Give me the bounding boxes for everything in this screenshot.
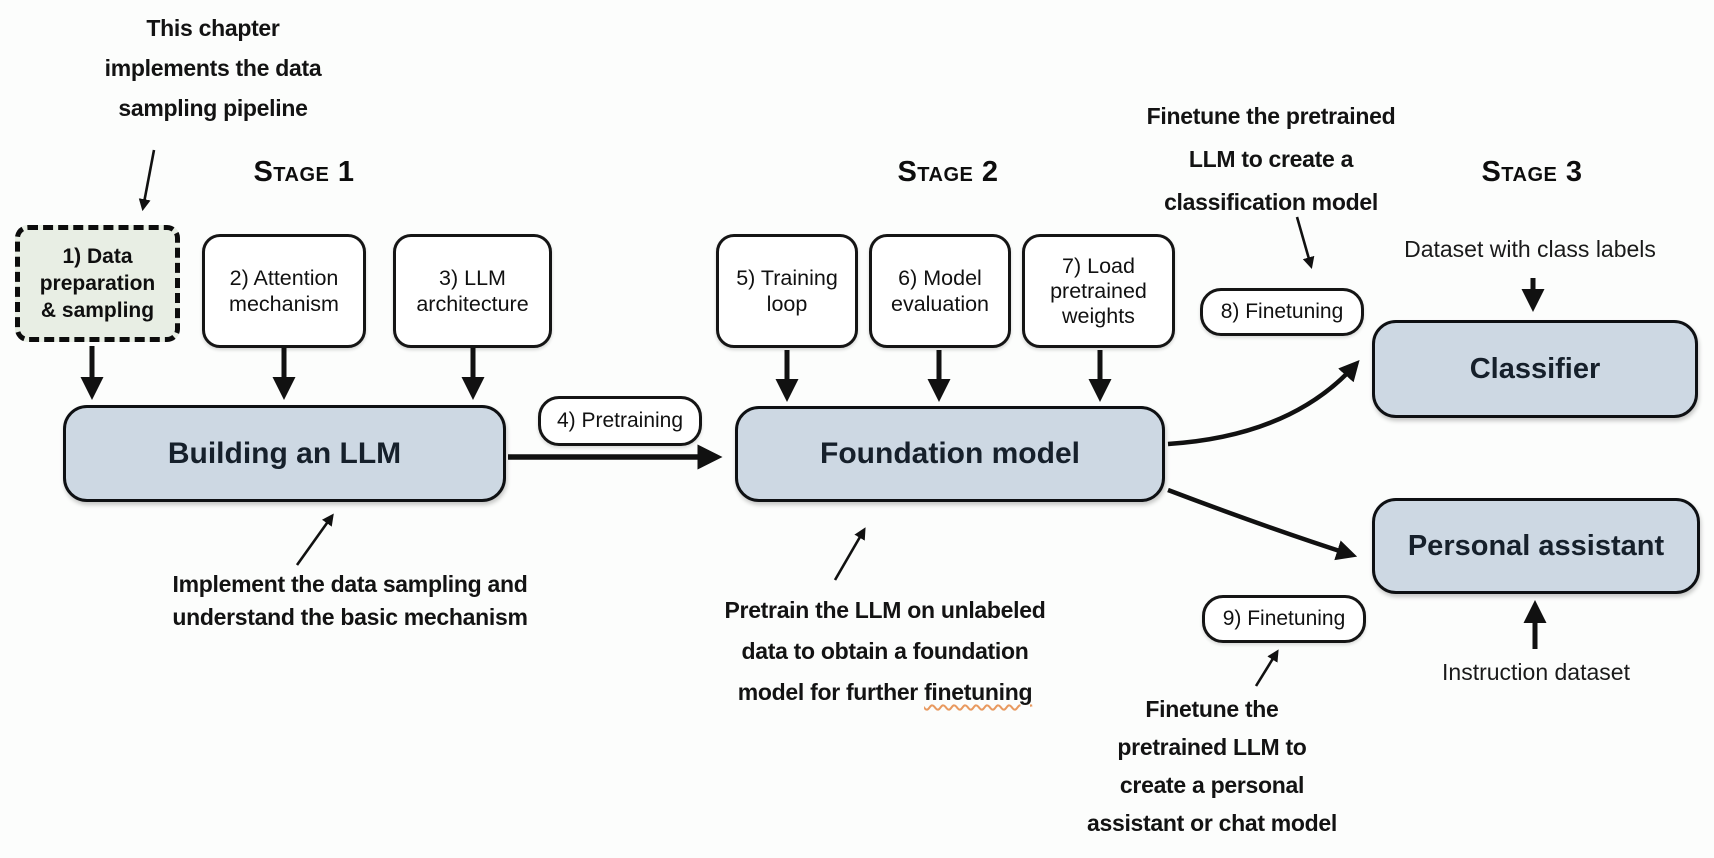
- step8-finetuning-pill: 8) Finetuning: [1200, 288, 1364, 336]
- arrow-foundation-to-assistant: [1167, 487, 1358, 561]
- step3-label: 3) LLM architecture: [416, 266, 529, 316]
- stage1-note: Implement the data sampling and understa…: [172, 571, 528, 630]
- step6-model-evaluation-box: 6) Model evaluation: [869, 234, 1011, 348]
- stage-3-heading: Stage 3: [1481, 156, 1583, 188]
- stage-2-heading: Stage 2: [897, 156, 999, 188]
- chapter-note: This chapter implements the data samplin…: [104, 15, 322, 121]
- arrow-stage2-note-to-foundation: [833, 527, 866, 581]
- building-an-llm-node: Building an LLM: [63, 405, 506, 502]
- foundation-model-label: Foundation model: [820, 437, 1080, 470]
- personal-assistant-label: Personal assistant: [1407, 529, 1665, 562]
- step7-load-weights-box: 7) Load pretrained weights: [1022, 234, 1175, 348]
- step4-label: 4) Pretraining: [556, 409, 684, 432]
- classifier-label: Classifier: [1469, 352, 1601, 385]
- step5-label: 5) Training loop: [736, 266, 838, 316]
- building-an-llm-label: Building an LLM: [167, 436, 402, 470]
- step2-label: 2) Attention mechanism: [229, 266, 339, 316]
- step3-architecture-box: 3) LLM architecture: [393, 234, 552, 348]
- instruction-dataset-label: Instruction dataset: [1442, 659, 1630, 685]
- step6-label: 6) Model evaluation: [890, 266, 990, 316]
- arrow-foundation-to-classifier: [1167, 359, 1360, 447]
- stage2-note-text: Pretrain the LLM on unlabeled data to ob…: [724, 597, 1046, 705]
- step9-label: 9) Finetuning: [1222, 607, 1346, 630]
- arrow-classification-note-to-step8: [1295, 216, 1315, 269]
- step1-data-preparation-box: 1) Data preparation & sampling: [15, 225, 180, 342]
- foundation-model-node: Foundation model: [735, 406, 1165, 502]
- step7-label: 7) Load pretrained weights: [1050, 253, 1147, 328]
- arrow-assistant-note-to-step9: [1254, 649, 1279, 687]
- step5-training-loop-box: 5) Training loop: [716, 234, 858, 348]
- personal-assistant-node: Personal assistant: [1372, 498, 1700, 594]
- step1-label: 1) Data preparation & sampling: [39, 245, 156, 322]
- stage2-note-misspelled-word: finetuning: [924, 679, 1033, 705]
- step9-finetuning-pill: 9) Finetuning: [1202, 595, 1366, 643]
- arrow-chapter-note-to-step1: [138, 149, 156, 212]
- class-dataset-label: Dataset with class labels: [1404, 236, 1656, 262]
- stage-1-heading: Stage 1: [253, 156, 355, 188]
- classification-note: Finetune the pretrained LLM to create a …: [1146, 103, 1396, 215]
- assistant-note: Finetune the pretrained LLM to create a …: [1086, 696, 1338, 836]
- arrow-stage1-note-to-building: [295, 513, 334, 566]
- step8-label: 8) Finetuning: [1220, 300, 1344, 323]
- step4-pretraining-pill: 4) Pretraining: [538, 396, 702, 446]
- stage2-note: Pretrain the LLM on unlabeled data to ob…: [725, 590, 1046, 713]
- classifier-node: Classifier: [1372, 320, 1698, 418]
- step2-attention-box: 2) Attention mechanism: [202, 234, 366, 348]
